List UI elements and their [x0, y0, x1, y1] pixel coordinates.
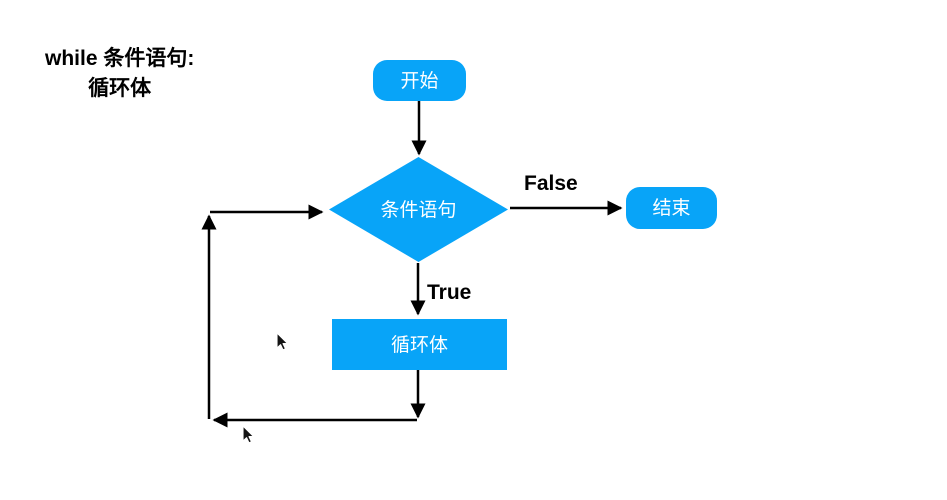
start-node-label: 开始 — [400, 70, 438, 92]
end-node-label: 结束 — [652, 197, 690, 219]
condition-node-label: 条件语句 — [380, 199, 456, 221]
code-line-while: while 条件语句: — [45, 47, 195, 70]
end-node — [626, 187, 717, 229]
cursor-icon — [276, 332, 289, 351]
condition-node — [329, 157, 508, 262]
true-branch-label: True — [427, 281, 471, 304]
start-node — [373, 60, 466, 101]
while-code-annotation: while 条件语句: 循环体 — [45, 44, 194, 104]
cursor-icon — [242, 425, 255, 444]
loop-body-node — [332, 319, 507, 370]
false-branch-label: False — [524, 172, 578, 195]
loop-body-node-label: 循环体 — [391, 334, 448, 356]
code-line-loop-body: 循环体 — [88, 77, 152, 100]
